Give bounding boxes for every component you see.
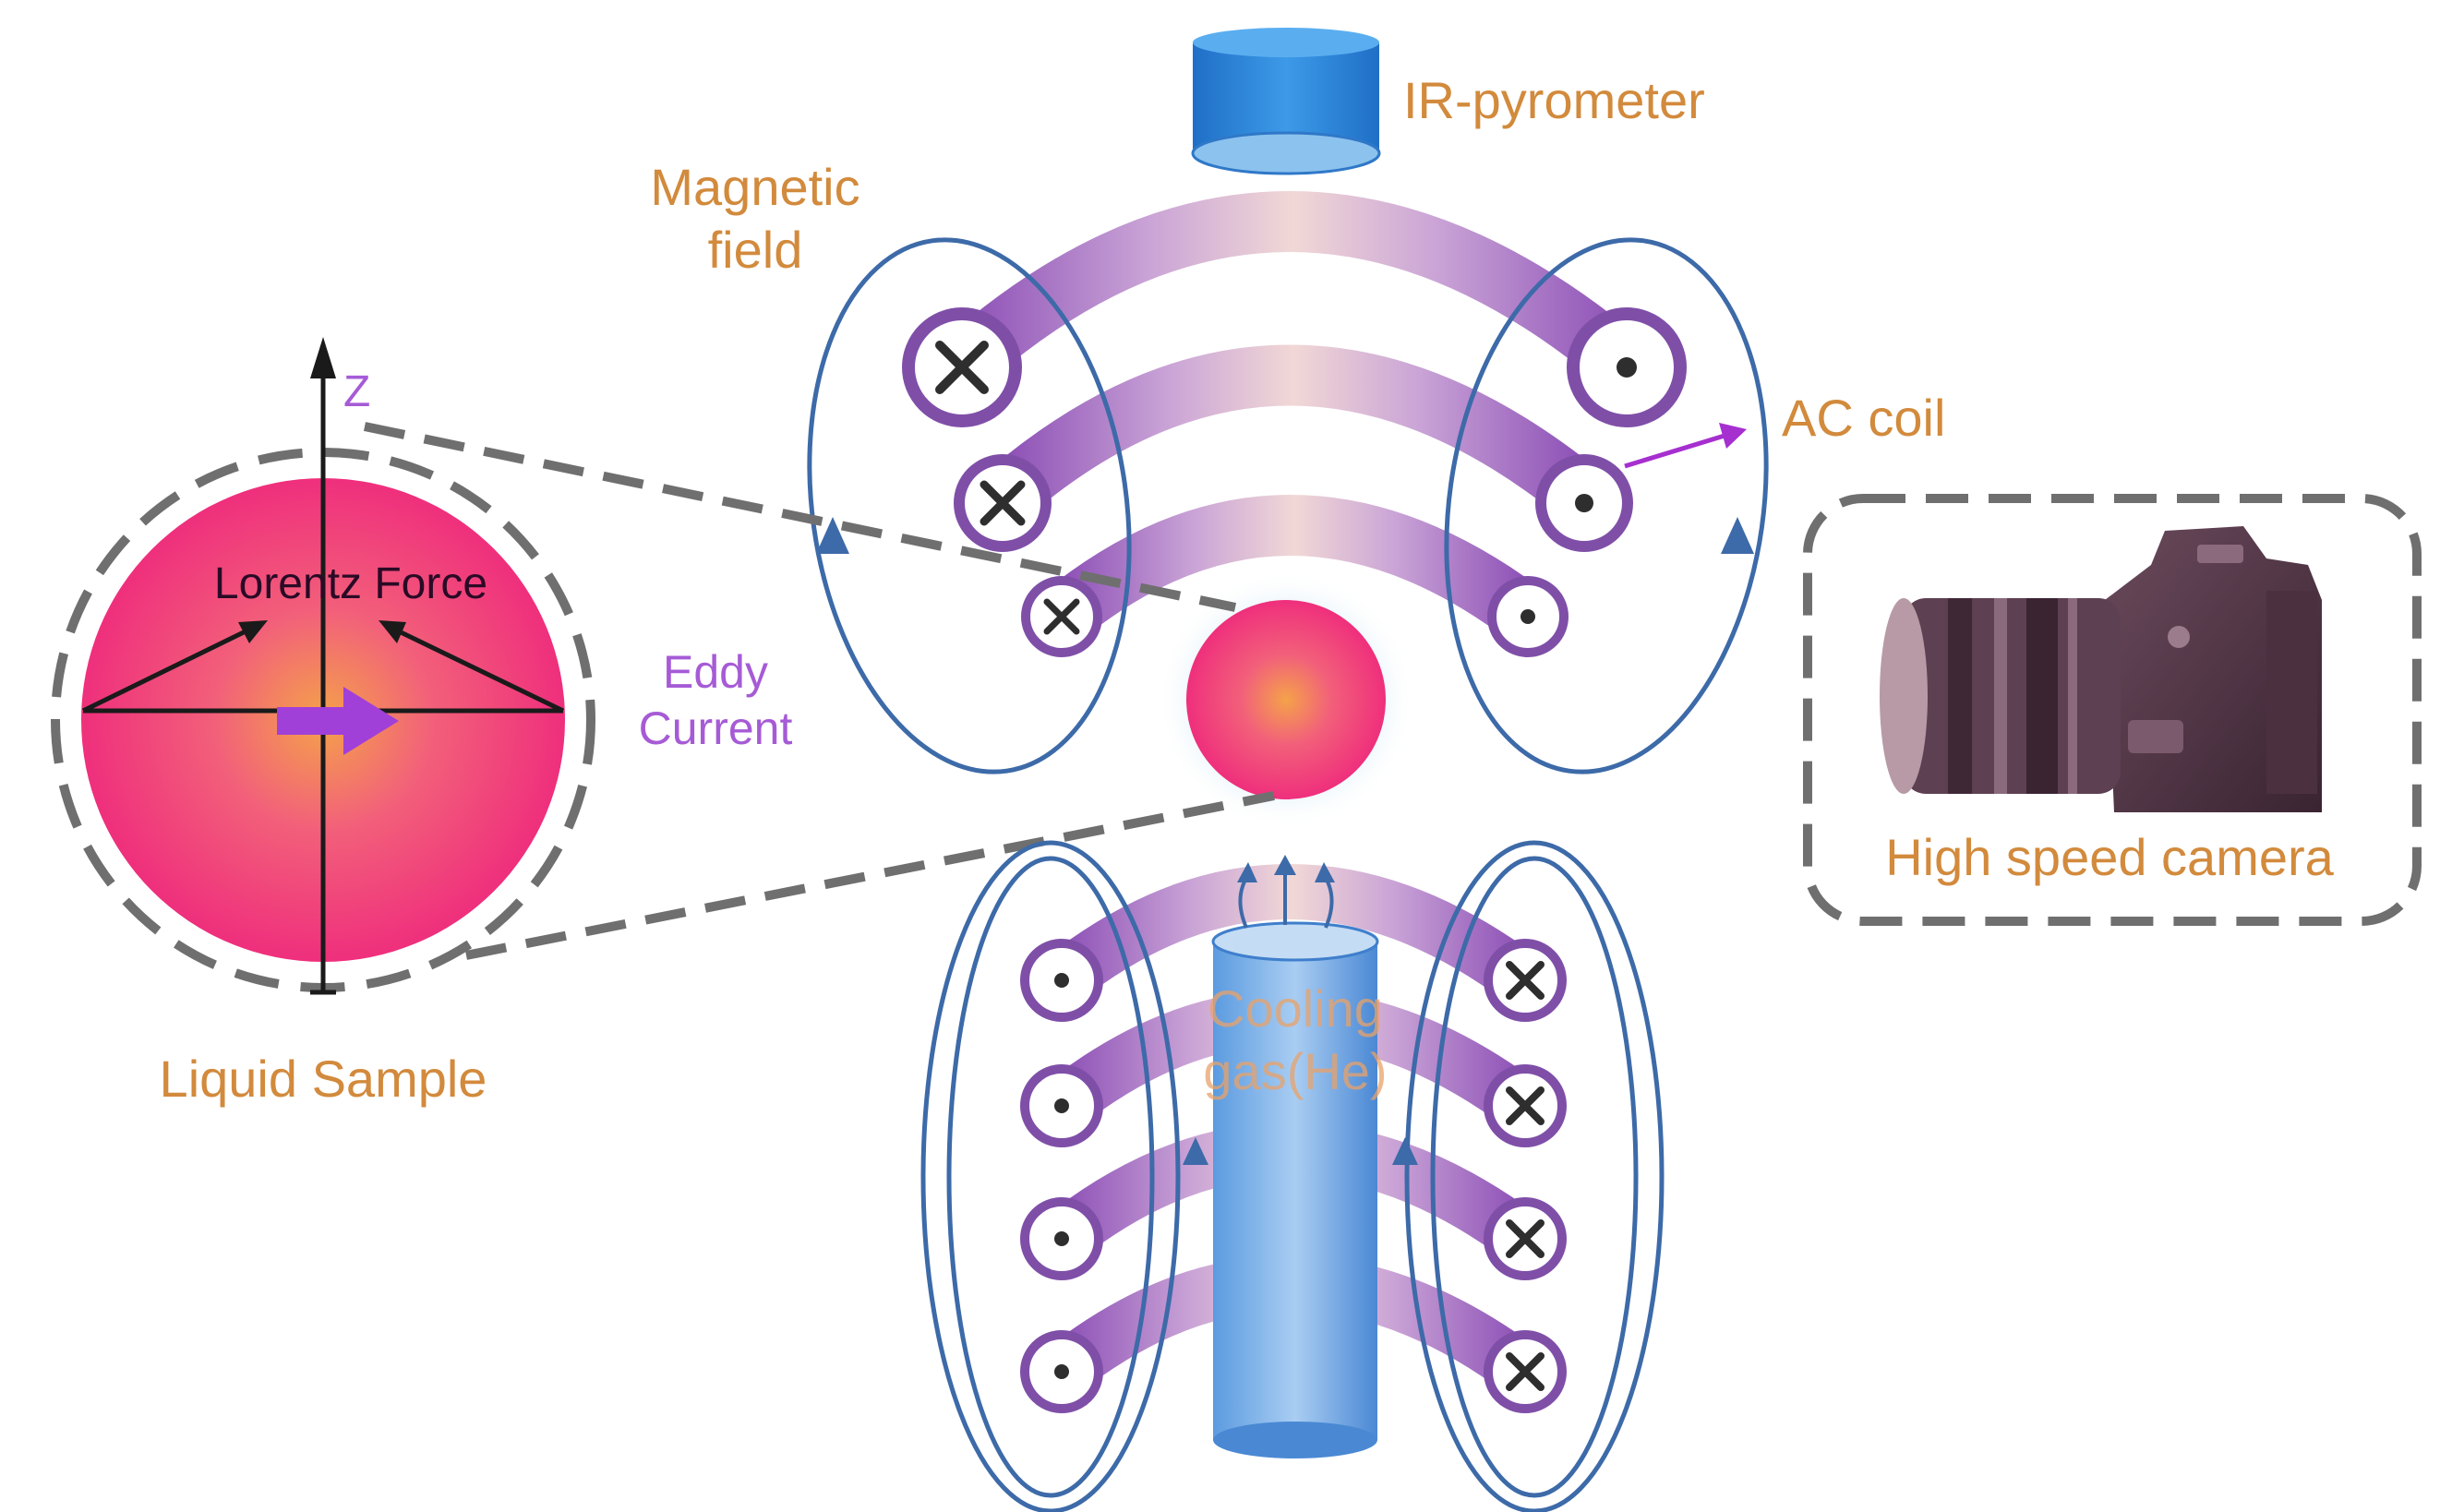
gas-flow-arrows <box>1237 855 1335 929</box>
eddy-current-arrow <box>277 687 399 755</box>
ir-pyrometer-label: IR-pyrometer <box>1403 71 1705 129</box>
upper-field-lines <box>807 237 1769 774</box>
zoom-connector-lines <box>363 422 1275 960</box>
eddy-current-label-line2: Current <box>639 702 793 754</box>
cooling-gas-label-line1: Cooling <box>1208 979 1383 1038</box>
lower-coil-right-crosses <box>1484 939 1567 1413</box>
lower-field-arrows <box>1183 1137 1418 1165</box>
upper-coil-right-dots <box>1487 307 1687 657</box>
upper-coil-left-crosses <box>902 307 1102 657</box>
lorentz-force-arrows <box>81 620 565 714</box>
cooling-gas-tube <box>1211 921 1379 1458</box>
z-axis <box>310 337 336 995</box>
upper-field-arrows <box>816 517 1754 554</box>
camera-icon <box>1880 526 2322 812</box>
lower-coil-left-dots <box>1020 939 1103 1413</box>
z-axis-label: Z <box>343 367 370 416</box>
lorentz-force-label: Lorentz Force <box>214 559 487 608</box>
levitated-sample <box>1157 570 1415 829</box>
eddy-current-label-line1: Eddy <box>663 646 768 698</box>
ac-coil-pointer <box>1624 423 1747 469</box>
cooling-gas-label-line2: gas(He) <box>1203 1042 1387 1100</box>
lower-field-lines <box>920 840 1665 1512</box>
camera-box <box>1803 494 2422 926</box>
upper-coil <box>932 191 1655 647</box>
ir-pyrometer <box>1191 28 1381 175</box>
liquid-sample-label: Liquid Sample <box>160 1050 487 1108</box>
high-speed-camera-label: High speed camera <box>1885 828 2334 886</box>
ac-coil-label: AC coil <box>1782 389 1945 447</box>
magnetic-field-label-line2: field <box>708 221 803 279</box>
magnetic-field-label-line1: Magnetic <box>650 158 859 216</box>
